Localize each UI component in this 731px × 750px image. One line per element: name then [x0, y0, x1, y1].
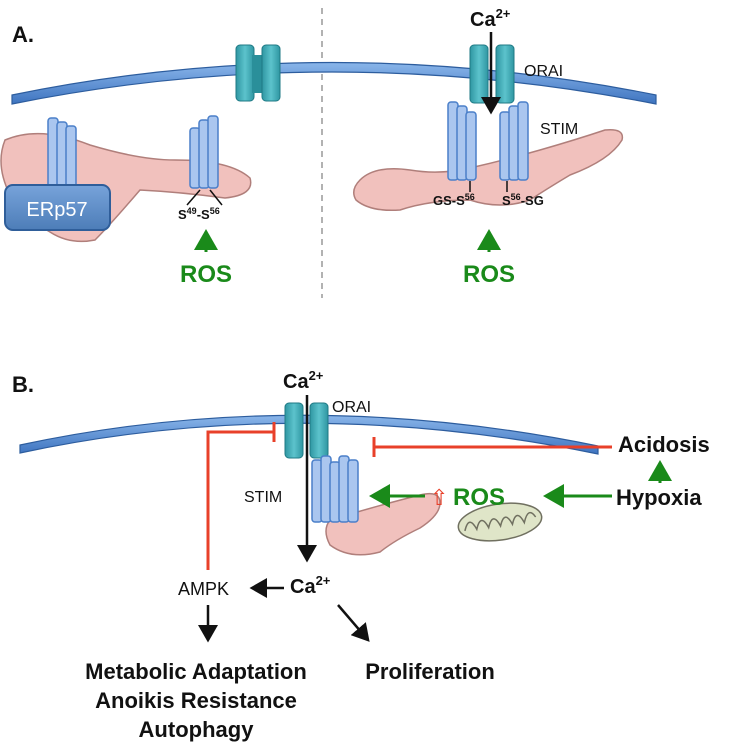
ampk-inhibition-line [206, 422, 276, 570]
disulfide-bond-left [186, 189, 201, 206]
up-arrow-icon: ⇧ [430, 486, 448, 511]
disulfide-label: S49-S56 [178, 206, 220, 222]
erp57-box: ERp57 [4, 184, 111, 231]
stim-label-a: STIM [540, 121, 578, 138]
orai-channel-open [469, 44, 515, 104]
stim-cluster-left [47, 117, 77, 189]
proliferation-label: Proliferation [365, 659, 495, 684]
mitochondrion-icon [457, 502, 543, 542]
ros-label-b: ROS [453, 484, 505, 511]
er-membrane-right [353, 128, 624, 212]
ca-label-b-top: Ca2+ [283, 368, 324, 393]
plasma-membrane-a [11, 61, 657, 105]
acidosis-label: Acidosis [618, 432, 710, 457]
orai-label-a: ORAI [524, 63, 563, 80]
outcome-line-1: Metabolic Adaptation [85, 659, 307, 684]
outcome-line-2: Anoikis Resistance [95, 688, 297, 713]
erp57-label: ERp57 [26, 199, 87, 221]
stim-label-b: STIM [244, 489, 282, 506]
orai-channel-b [284, 402, 329, 459]
panel-b-label: B. [12, 372, 34, 397]
ros-label-left: ROS [180, 261, 232, 288]
gs-label-right: S56-SG [502, 192, 544, 208]
ampk-label: AMPK [178, 579, 229, 599]
ros-label-right: ROS [463, 261, 515, 288]
stim-cluster-oxidized [189, 115, 219, 189]
outcome-line-3: Autophagy [139, 717, 255, 742]
plasma-membrane-b [19, 414, 599, 455]
orai-channel-closed [235, 44, 281, 102]
orai-label-b: ORAI [332, 399, 371, 416]
hypoxia-label: Hypoxia [616, 485, 702, 510]
disulfide-bond-right [209, 189, 223, 206]
acidosis-inhibition-line [372, 437, 612, 457]
ca-label-b-mid: Ca2+ [290, 573, 331, 598]
gs-label-left: GS-S56 [433, 192, 475, 208]
panel-a-label: A. [12, 22, 34, 47]
stim-cluster-right [447, 101, 529, 181]
ca-label-a: Ca2+ [470, 6, 511, 31]
stim-cluster-b [311, 455, 359, 523]
ca-to-proliferation-arrow [337, 604, 370, 642]
